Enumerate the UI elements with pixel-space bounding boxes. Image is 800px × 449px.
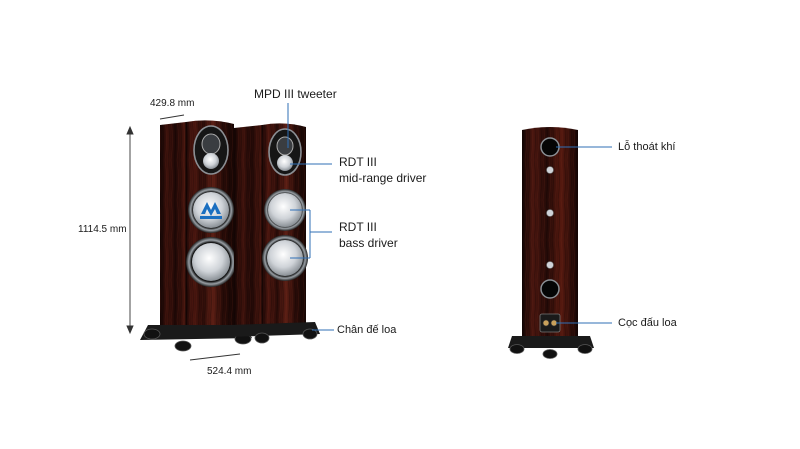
- midrange-callout-line2: mid-range driver: [339, 171, 427, 185]
- midrange-callout-line1: RDT III: [339, 155, 377, 169]
- port-bottom-icon: [540, 279, 560, 299]
- depth-dimension-label: 429.8 mm: [150, 98, 195, 109]
- port-callout: Lỗ thoát khí: [618, 141, 676, 153]
- brand-logo: [200, 202, 222, 219]
- width-dimension-label: 524.4 mm: [207, 366, 252, 377]
- tweeter-callout: MPD III tweeter: [254, 87, 337, 101]
- bass-callout-line2: bass driver: [339, 236, 398, 250]
- feet-callout: Chân đế loa: [337, 324, 397, 336]
- terminals-callout: Cọc đấu loa: [618, 317, 677, 329]
- speaker-left: [140, 120, 252, 352]
- callout-lines: [287, 103, 612, 331]
- height-dimension-label: 1114.5 mm: [78, 224, 127, 235]
- bass-callout-line1: RDT III: [339, 220, 377, 234]
- speaker-rear-view: [508, 127, 594, 359]
- speaker-right-front: [226, 123, 320, 344]
- dimension-lines: [126, 114, 241, 361]
